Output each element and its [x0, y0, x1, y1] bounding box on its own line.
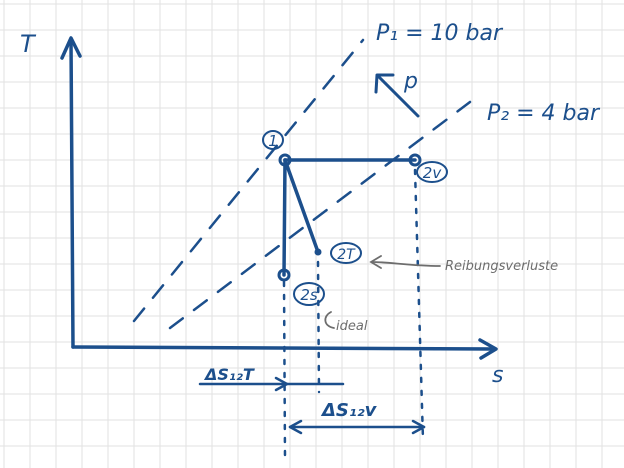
state-2s-label: 2s [300, 286, 318, 304]
state-2v-label: 2v [423, 164, 443, 182]
state-2t-label: 2T [337, 247, 356, 263]
annotation-ideal: ideal [336, 319, 368, 334]
s-axis-arrowhead [478, 338, 498, 360]
t-axis-arrowhead [60, 36, 82, 60]
delta-s-12v-arrowhead-left [288, 419, 303, 435]
projection-2v-dotted-line [413, 168, 425, 442]
state-1-point [278, 153, 292, 167]
t-axis-line [69, 38, 75, 349]
pressure-arrow-line [376, 74, 420, 118]
ideal-hook-arrow [324, 311, 335, 329]
annotation-friction: Reibungsverluste [445, 259, 558, 274]
isobar-p1-dashed-line [132, 38, 365, 323]
delta-s-12t-label: ΔS₁₂T [203, 365, 255, 384]
isobar-low-label: P₂ = 4 bar [487, 101, 601, 126]
s-axis-label: s [492, 363, 503, 388]
pressure-arrow-label: p [403, 69, 418, 94]
state-1-label: 1 [268, 132, 278, 150]
state-2v-point [408, 153, 422, 167]
process-1-2s-line [282, 158, 287, 277]
delta-s-12t-arrowhead [274, 376, 289, 392]
delta-s-12v-label: ΔS₁₂v [320, 400, 378, 421]
state-2s-point [277, 268, 291, 282]
pressure-arrow-head [374, 73, 395, 94]
isobar-high-label: P₁ = 10 bar [376, 21, 504, 46]
state-2t-label-circle [330, 242, 362, 264]
isobar-p2-dashed-line [168, 100, 472, 330]
t-axis-label: T [20, 30, 37, 58]
delta-s-12v-arrowhead-right [411, 419, 426, 435]
projection-2t-dotted-line [316, 260, 321, 394]
state-2t-point [314, 248, 322, 256]
friction-arrow-head [369, 255, 382, 269]
state-2s-label-circle [293, 282, 325, 306]
state-2v-label-circle [416, 161, 448, 183]
state-1-label-circle [262, 130, 284, 150]
axes: T s [20, 30, 503, 388]
friction-arrow-line [371, 261, 441, 267]
process-1-2t-line [283, 158, 320, 254]
projection-2s-dotted-line [282, 280, 287, 460]
